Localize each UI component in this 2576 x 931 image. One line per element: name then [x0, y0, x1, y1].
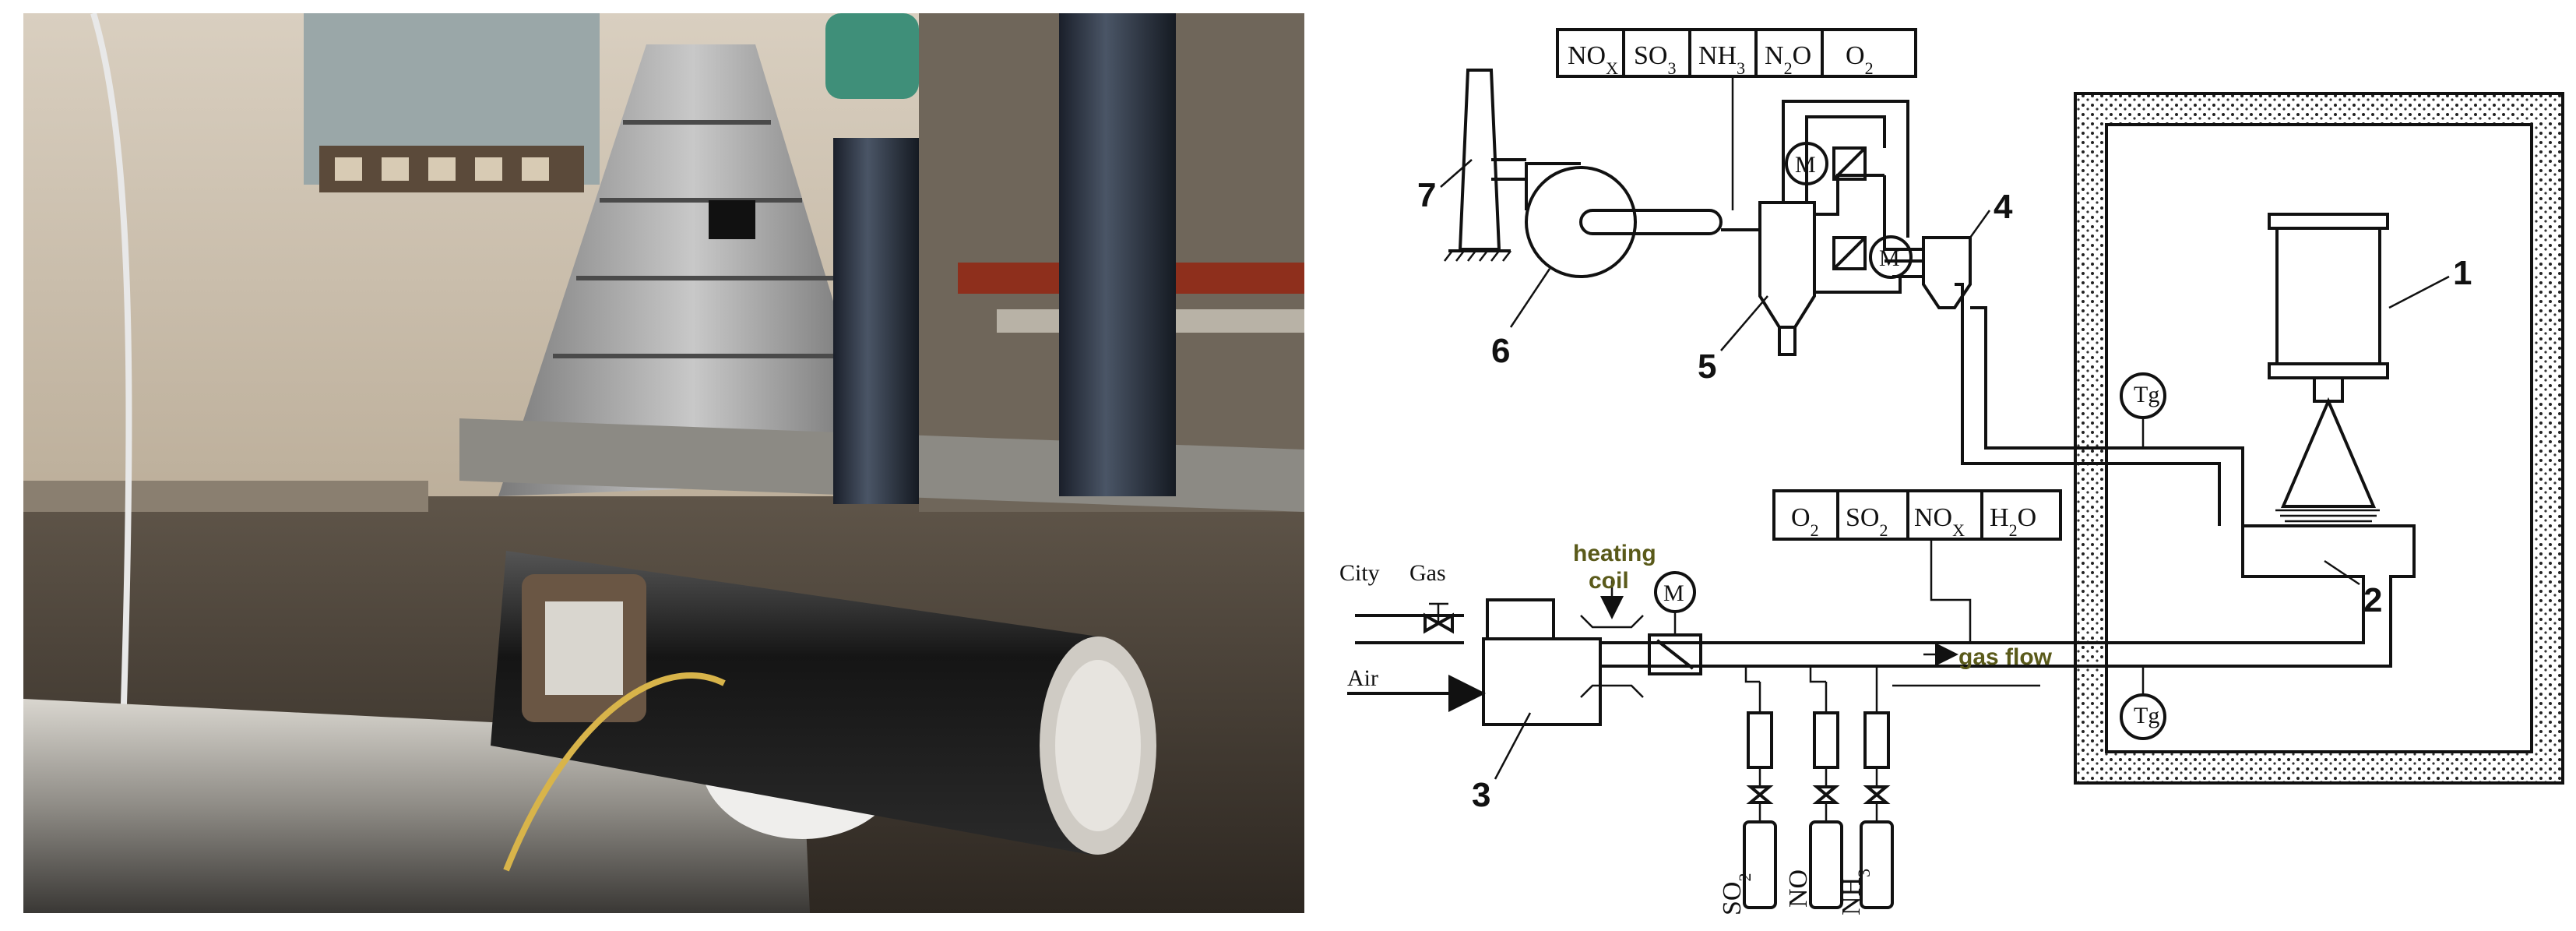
- analyzer-bottom-h2o: H2O: [1990, 503, 2036, 540]
- analyzer-top-o2: O2: [1846, 41, 1874, 78]
- cyclone-5: [1721, 146, 1902, 356]
- analyzer-bottom-nox: NOX: [1914, 503, 1965, 540]
- process-schematic: Tg Tg M: [1324, 0, 2576, 931]
- component-labels: 1 2 3 4 5 6 7: [1417, 159, 2472, 814]
- label-5: 5: [1698, 347, 1716, 386]
- furnace-enclosure: [2074, 92, 2564, 785]
- label-1: 1: [2453, 254, 2472, 292]
- motor-damper-label: M: [1663, 580, 1684, 606]
- analyzer-top-nh3: NH3: [1698, 41, 1745, 78]
- duct-loop: [1758, 100, 1923, 251]
- fan-6: [1525, 162, 1723, 278]
- photo-illustration: [23, 13, 1304, 913]
- main-duct-right: [1701, 641, 2040, 668]
- analyzer-top-nox: NOX: [1568, 41, 1618, 78]
- analyzer-top-panel: NOX SO3 NH3 N2O O2: [1556, 28, 1917, 210]
- stack-7: [1444, 69, 1526, 262]
- analyzer-top-so3: SO3: [1634, 41, 1676, 78]
- label-2: 2: [2363, 581, 2382, 619]
- burner-3: [1347, 598, 1737, 726]
- analyzer-bottom-so2: SO2: [1846, 503, 1888, 540]
- temperature-sensor-bottom: Tg: [2120, 666, 2166, 740]
- combustion-chamber: [2040, 524, 2416, 668]
- temperature-sensor-top: Tg: [2120, 372, 2166, 448]
- heating-coil: [1580, 580, 1644, 698]
- air-label: Air: [1347, 665, 1378, 691]
- damper-valve: M: [1648, 571, 1702, 675]
- motor-lower: M: [1869, 235, 1913, 279]
- label-6: 6: [1491, 332, 1510, 370]
- test-rig-photo: [23, 13, 1304, 913]
- temperature-label-bottom: Tg: [2134, 703, 2159, 728]
- analyzer-bottom-o2: O2: [1791, 503, 1819, 540]
- gas-label: Gas: [1409, 560, 1446, 586]
- heating-label: heating: [1573, 541, 1656, 566]
- label-3: 3: [1472, 776, 1490, 814]
- fuel-hopper: [2268, 213, 2389, 523]
- supply-no-label: NO: [1784, 869, 1813, 908]
- analyzer-bottom-panel: O2 SO2 NOX H2O: [1772, 489, 2062, 643]
- label-7: 7: [1417, 176, 1436, 214]
- gas-flow-label: gas flow: [1958, 644, 2053, 670]
- flue-duct: [1955, 283, 2244, 526]
- supply-gas-labels: SO2 NO NH3: [1718, 869, 1874, 915]
- temperature-label-top: Tg: [2134, 382, 2159, 407]
- label-4: 4: [1994, 188, 2013, 226]
- gas-injection: [1743, 666, 2040, 909]
- coil-label: coil: [1589, 568, 1629, 594]
- schematic-svg: Tg Tg M: [1339, 28, 2564, 915]
- analyzer-top-n2o: N2O: [1765, 41, 1811, 78]
- city-label: City: [1339, 560, 1380, 586]
